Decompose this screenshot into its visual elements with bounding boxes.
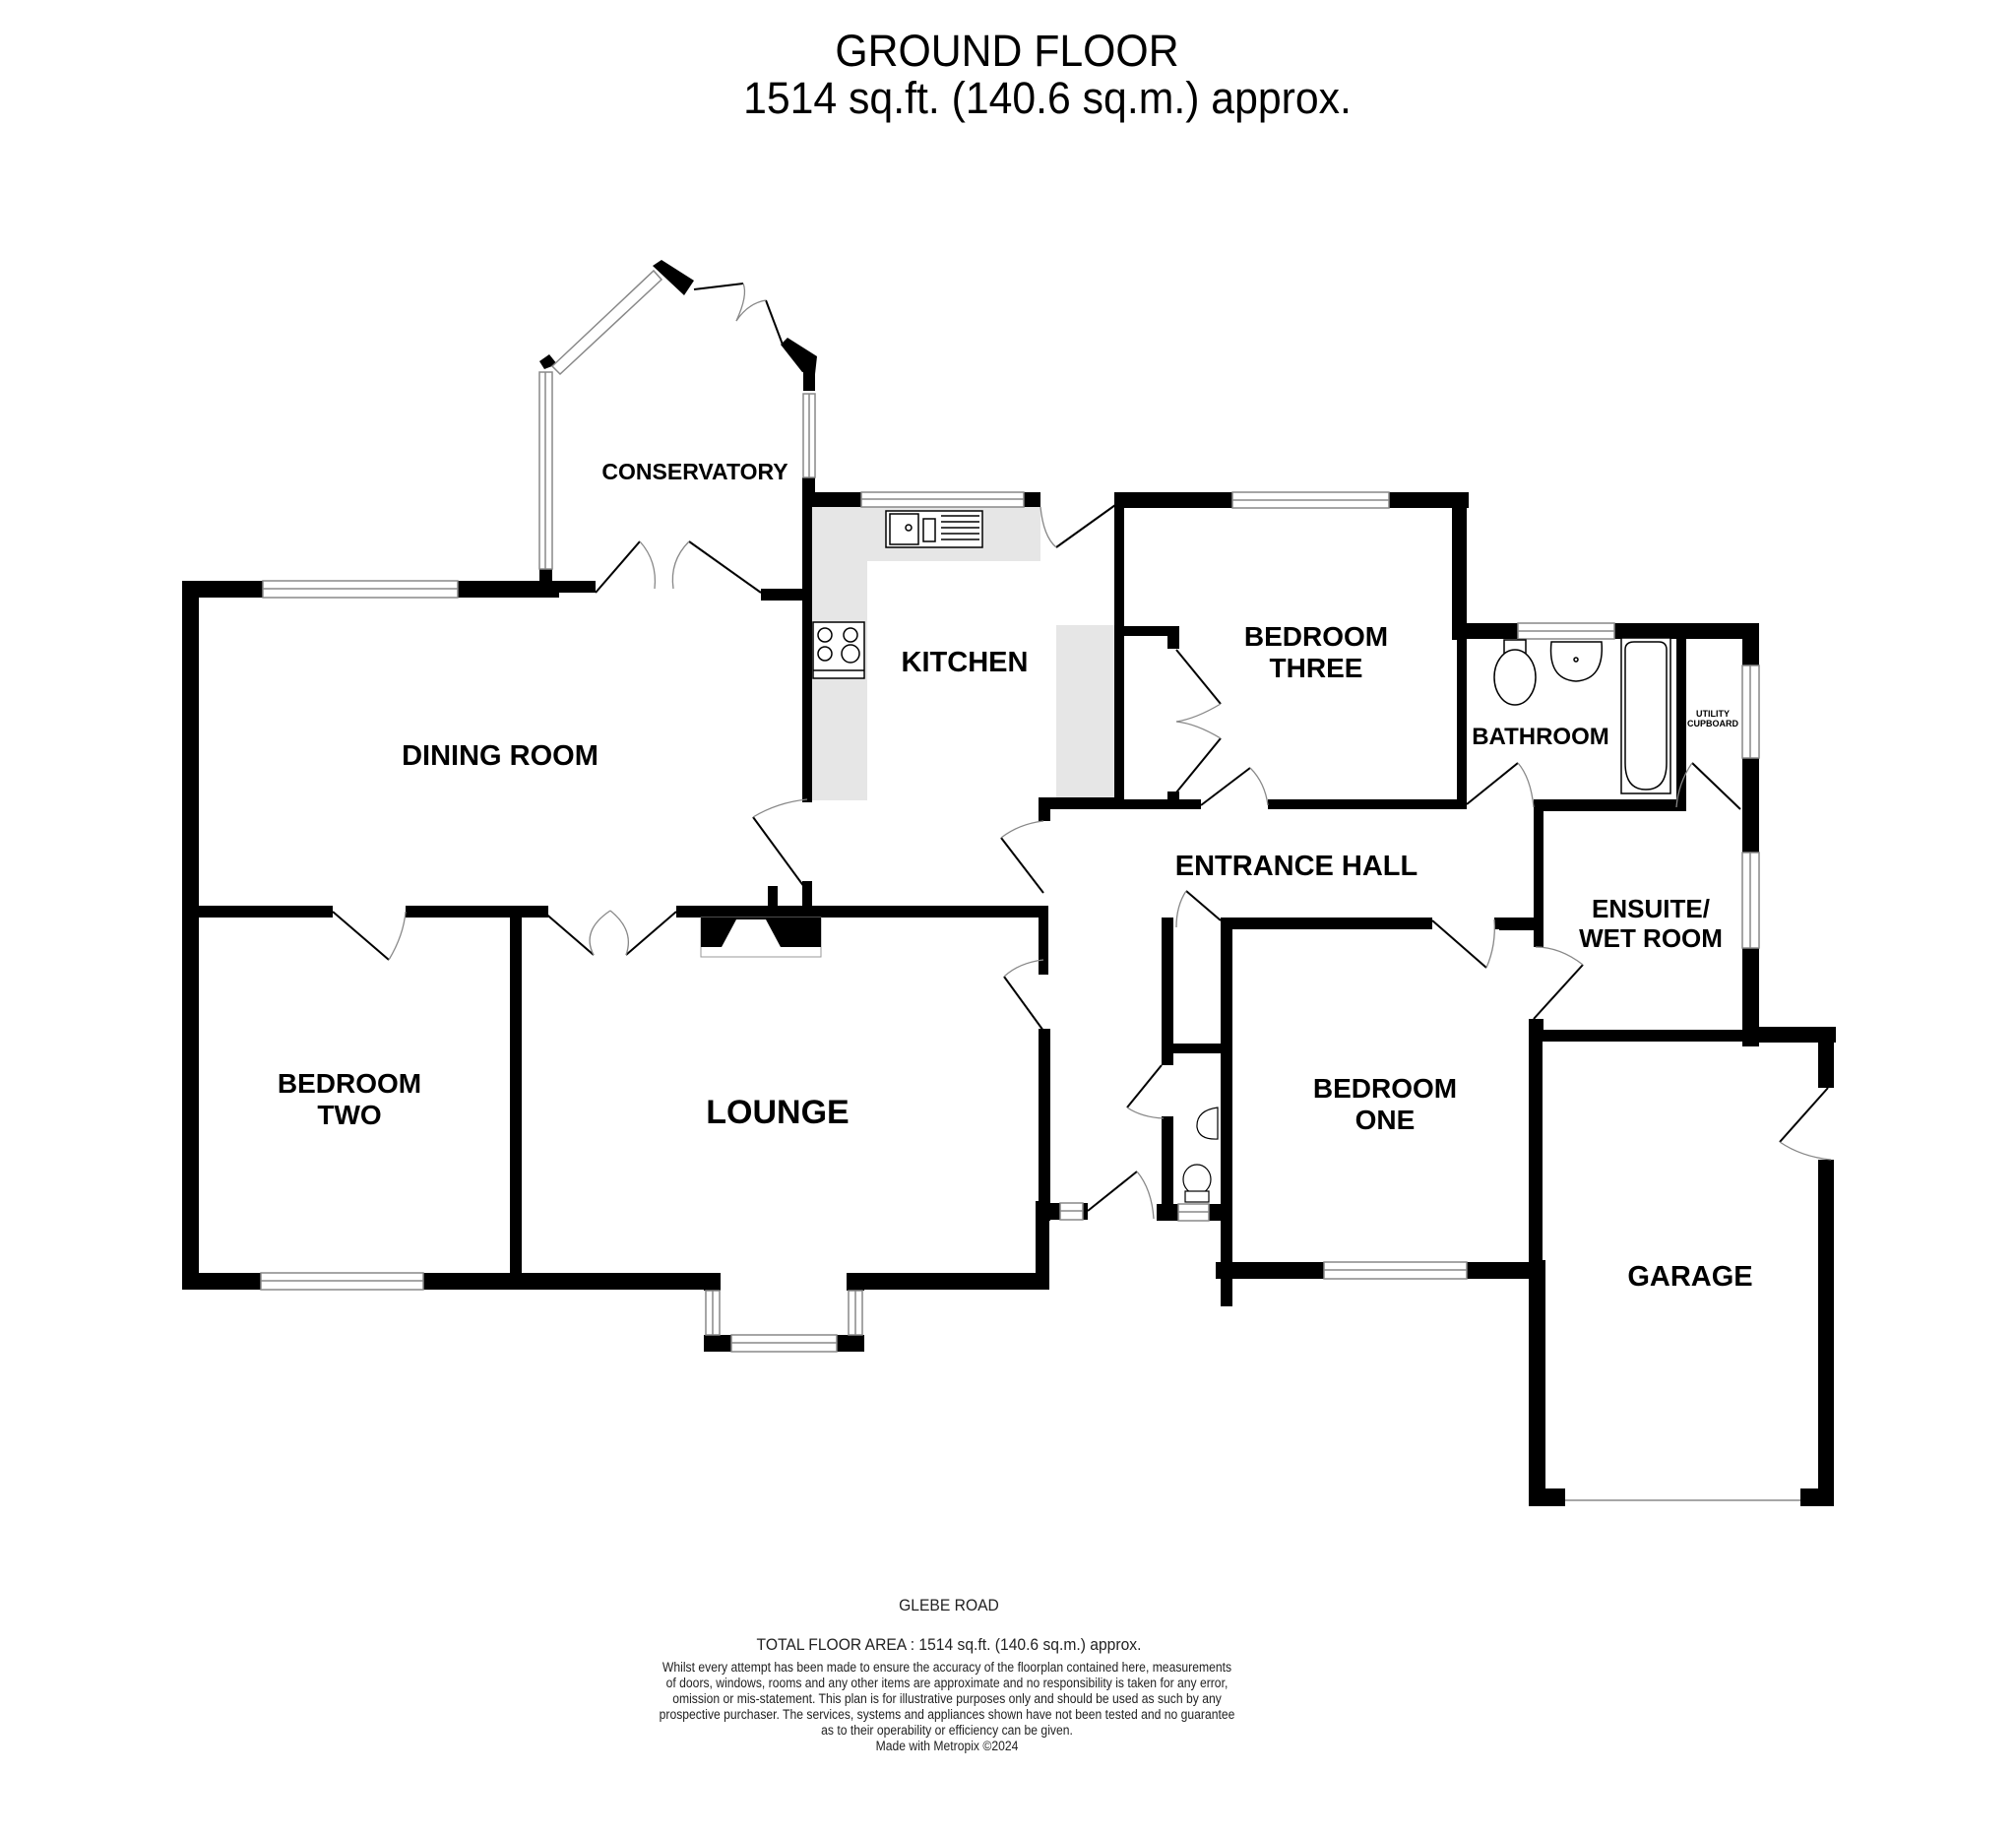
room-label-conservatory: CONSERVATORY	[601, 459, 788, 484]
room-label-utility-line1: UTILITY	[1696, 709, 1730, 719]
room-label-bedroom-three-line1: BEDROOM	[1244, 621, 1388, 652]
room-label-kitchen: KITCHEN	[902, 647, 1029, 678]
floor-title: GROUND FLOOR	[835, 26, 1179, 76]
disclaimer-line: of doors, windows, rooms and any other i…	[665, 1676, 1228, 1690]
kitchen-sink-icon	[885, 510, 983, 548]
room-label-bedroom-two-line2: TWO	[317, 1100, 381, 1130]
road-name: GLEBE ROAD	[899, 1596, 999, 1614]
bathroom-basin-icon	[1549, 641, 1603, 682]
disclaimer-line: Whilst every attempt has been made to en…	[662, 1660, 1232, 1675]
room-label-lounge: LOUNGE	[706, 1094, 849, 1131]
windows	[260, 269, 1800, 1501]
disclaimer: Whilst every attempt has been made to en…	[39, 1660, 1854, 1754]
disclaimer-line: prospective purchaser. The services, sys…	[659, 1707, 1235, 1722]
credit: Made with Metropix ©2024	[875, 1739, 1019, 1753]
disclaimer-line: as to their operability or efficiency ca…	[821, 1723, 1073, 1738]
kitchen-counters	[812, 507, 1114, 800]
room-label-ensuite-line1: ENSUITE/	[1592, 894, 1710, 923]
bath-icon	[1620, 637, 1671, 794]
room-label-bathroom: BATHROOM	[1472, 724, 1609, 750]
bathroom-toilet-icon	[1493, 639, 1537, 706]
room-label-bedroom-one-line1: BEDROOM	[1313, 1073, 1457, 1104]
room-label-garage: GARAGE	[1627, 1261, 1752, 1293]
floor-area: 1514 sq.ft. (140.6 sq.m.) approx.	[743, 73, 1352, 123]
doors	[332, 283, 1832, 1220]
disclaimer-line: omission or mis-statement. This plan is …	[672, 1691, 1222, 1706]
room-label-ensuite-line2: WET ROOM	[1579, 923, 1723, 953]
room-label-dining-room: DINING ROOM	[402, 740, 598, 772]
room-label-utility-line2: CUPBOARD	[1687, 719, 1739, 728]
room-label-bedroom-three-line2: THREE	[1270, 653, 1363, 683]
walls	[182, 260, 1836, 1506]
room-label-bedroom-one-line2: ONE	[1355, 1105, 1416, 1135]
wc-toilet-icon	[1182, 1164, 1212, 1203]
floor-plan: CONSERVATORY KITCHEN DINING ROOM BEDROOM…	[182, 260, 1836, 1506]
fireplace	[700, 917, 822, 958]
hob-icon	[812, 621, 865, 679]
total-floor-area: TOTAL FLOOR AREA : 1514 sq.ft. (140.6 sq…	[756, 1635, 1142, 1654]
room-label-bedroom-two-line1: BEDROOM	[278, 1068, 421, 1099]
room-label-entrance-hall: ENTRANCE HALL	[1175, 851, 1418, 882]
wc-basin-icon	[1196, 1107, 1219, 1140]
